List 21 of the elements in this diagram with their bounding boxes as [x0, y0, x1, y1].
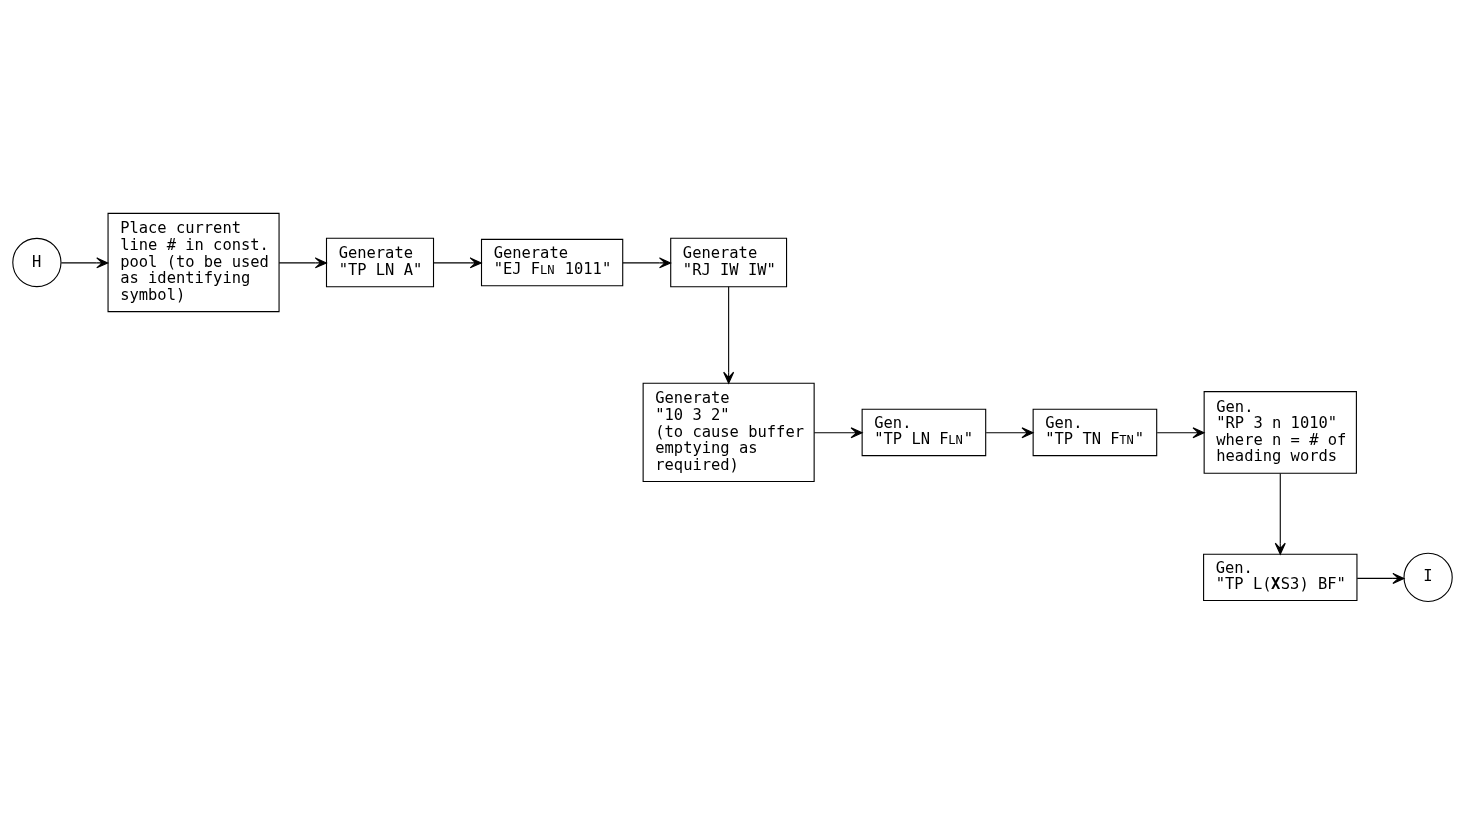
arrow — [432, 257, 482, 269]
arrow — [622, 257, 672, 269]
arrow — [278, 257, 327, 269]
node-circle: H — [12, 237, 62, 288]
arrow — [1274, 473, 1286, 555]
node-box: Generate "EJ FLN 1011" — [480, 238, 624, 287]
node-box: Gen. "RP 3 n 1010" where n = # of heading words — [1203, 391, 1357, 474]
node-box: Generate "RJ IW IW" — [670, 237, 788, 288]
node-box: Gen. "TP TN FTN" — [1032, 408, 1158, 457]
arrow — [723, 286, 735, 384]
node-circle: I — [1403, 552, 1453, 603]
node-box: Place current line # in const. pool (to be used as identifying symbol) — [107, 212, 280, 313]
node-box: Generate "TP LN A" — [325, 237, 435, 288]
node-box: Generate "10 3 2" (to cause buffer emptying as required) — [642, 382, 815, 483]
arrow — [60, 257, 109, 269]
node-box: Gen. "TP LN FLN" — [861, 408, 987, 457]
arrow — [985, 427, 1034, 439]
arrow — [1356, 572, 1405, 584]
arrow — [1156, 427, 1205, 439]
node-box: Gen. "TP L(XS3) BF" — [1203, 553, 1358, 602]
arrow — [813, 427, 863, 439]
